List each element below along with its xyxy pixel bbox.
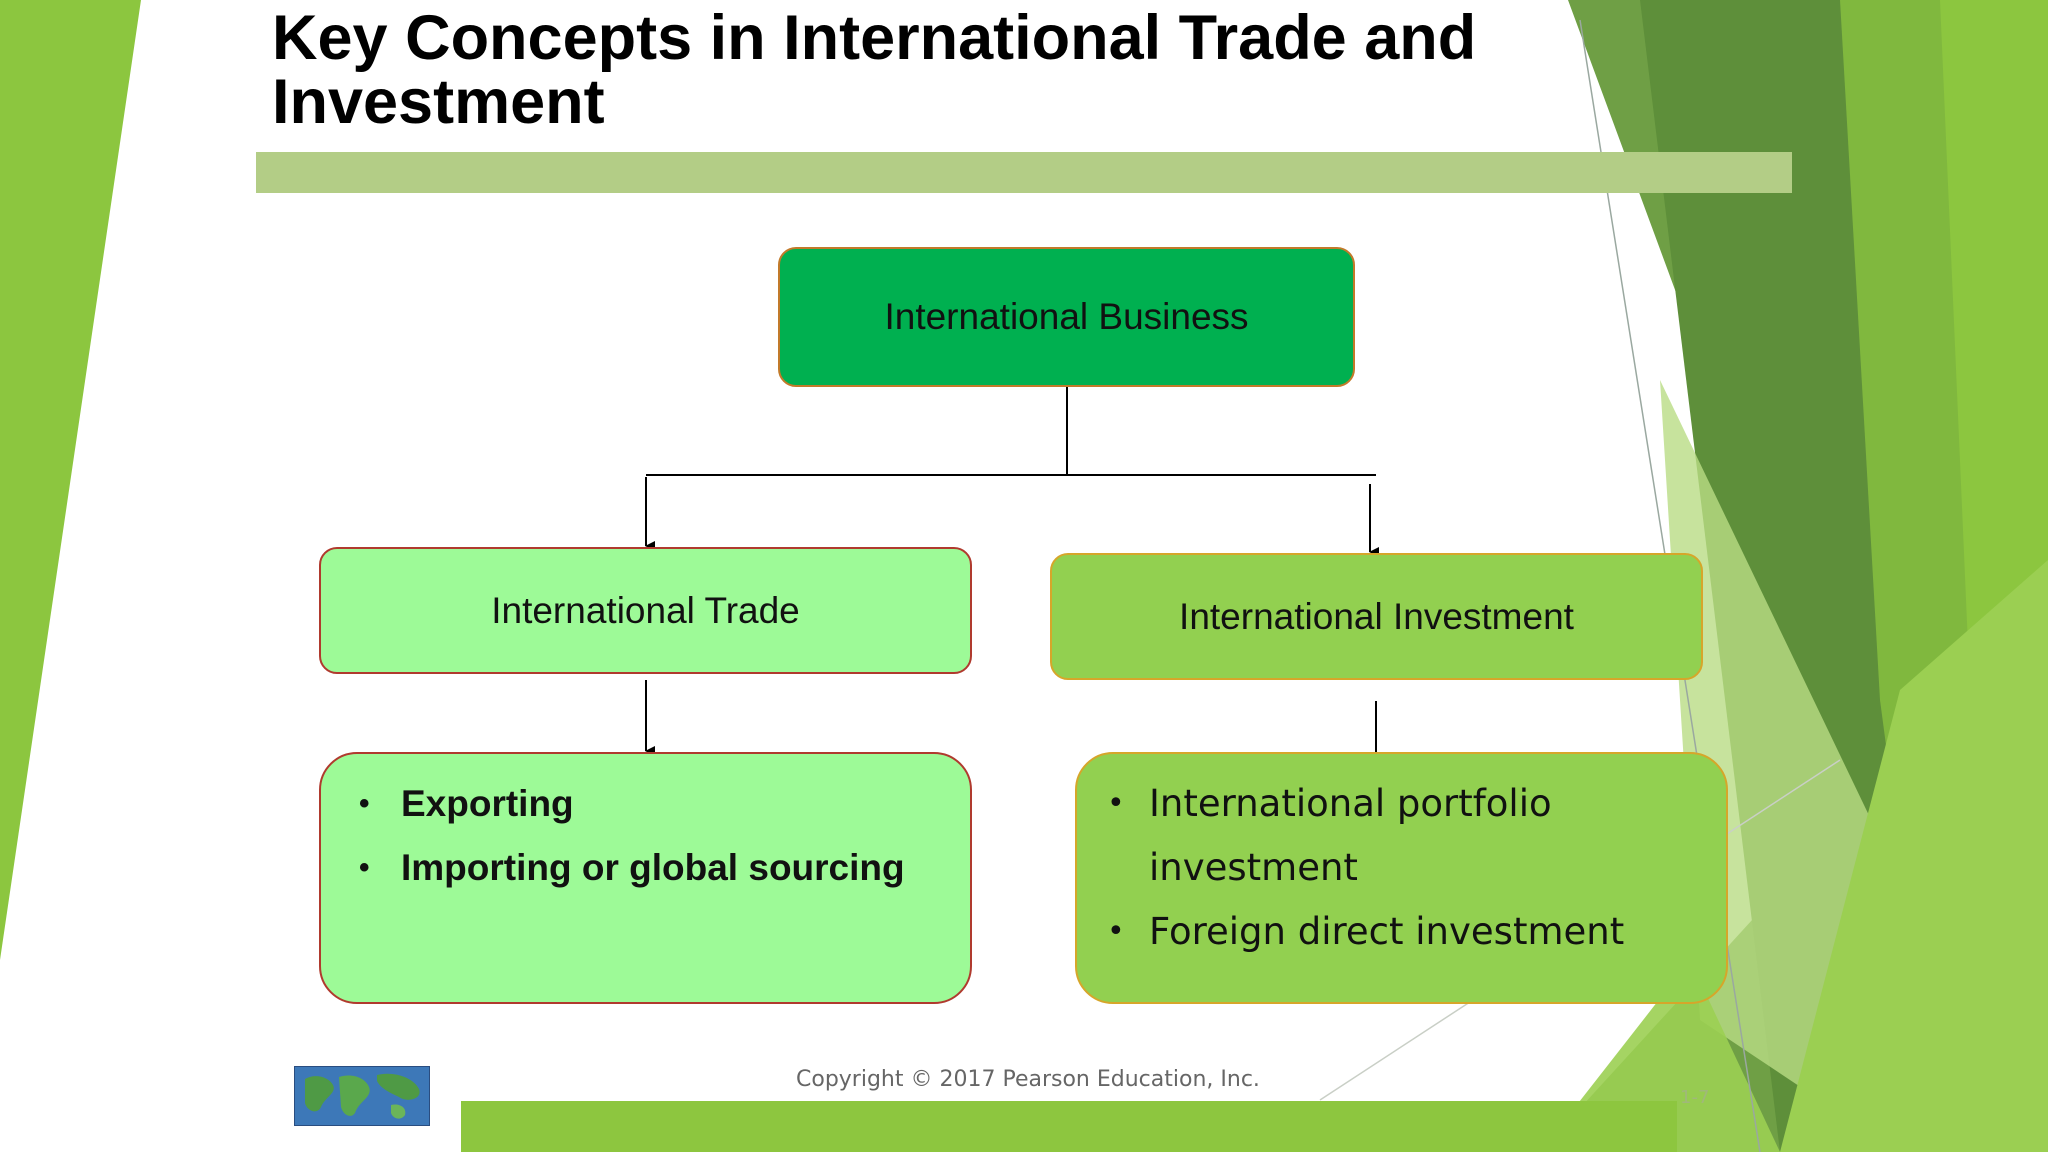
investment-items-box: •International portfolio investment •For… [1075,752,1728,1004]
list-item: •Foreign direct investment [1107,910,1625,953]
investment-item-text: International portfolio investment [1149,782,1552,889]
left-green-shape [0,0,141,960]
international-investment-box: International Investment [1050,553,1703,680]
international-business-box: International Business [778,247,1355,387]
international-trade-box: International Trade [319,547,972,674]
page-title: Key Concepts in International Trade and … [272,3,1477,137]
bottom-accent-bar [461,1101,1677,1152]
international-trade-label: International Trade [491,589,800,631]
page-number: 1-7 [1680,1087,1710,1108]
trade-item-text: Importing or global sourcing [401,847,905,888]
international-business-label: International Business [884,296,1249,337]
trade-items-list: •Exporting •Importing or global sourcing [349,772,905,900]
investment-items-list: •International portfolio investment •For… [1097,772,1697,964]
world-map-logo [294,1066,430,1126]
list-item: •Importing or global sourcing [359,847,905,888]
trade-items-box: •Exporting •Importing or global sourcing [319,752,972,1004]
list-item: •Exporting [359,783,574,824]
title-underline-bar [256,152,1792,193]
list-item: •International portfolio investment [1107,782,1552,889]
copyright-text: Copyright © 2017 Pearson Education, Inc. [796,1067,1260,1092]
international-investment-label: International Investment [1179,595,1574,637]
investment-item-text: Foreign direct investment [1149,910,1625,953]
trade-item-text: Exporting [401,783,574,824]
